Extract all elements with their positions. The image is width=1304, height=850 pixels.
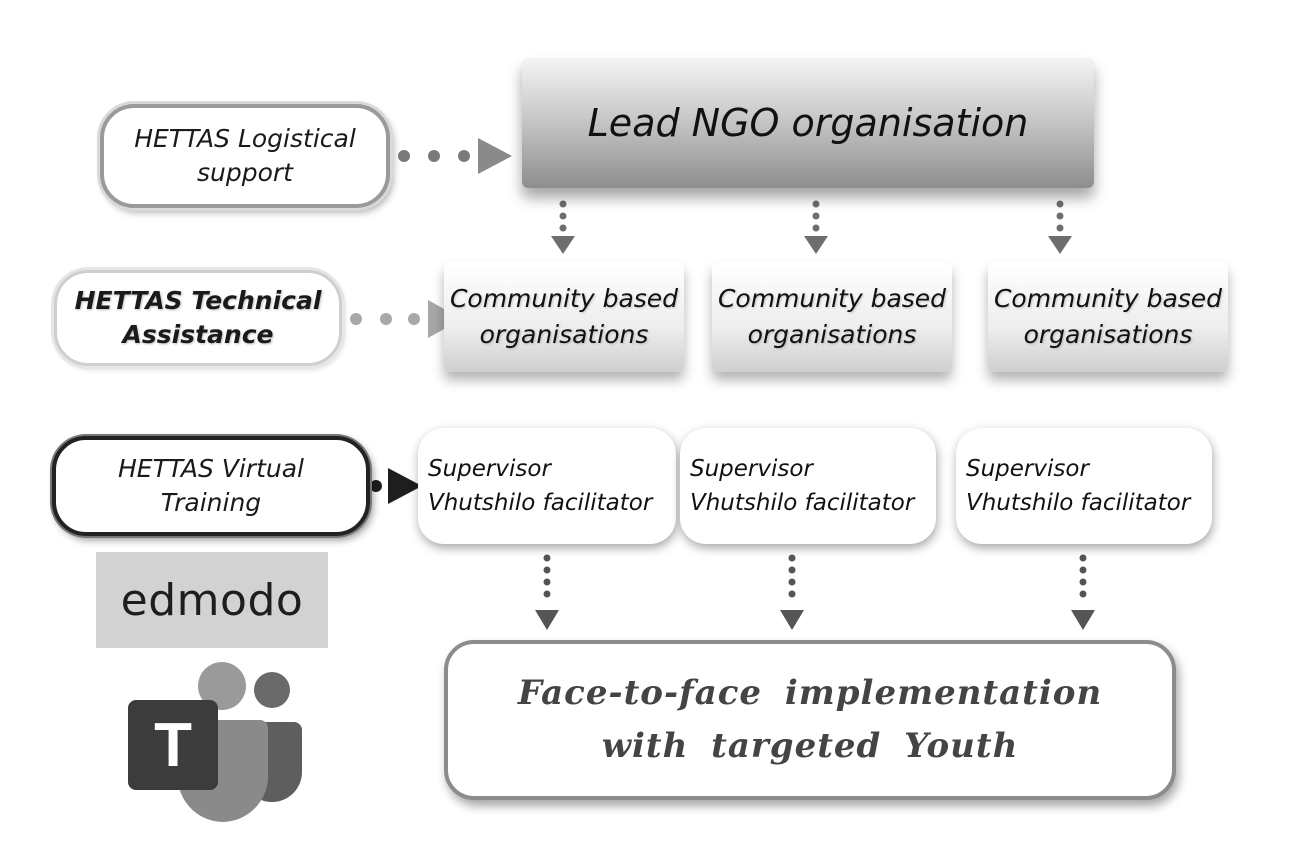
box-line: organisations: [1023, 320, 1193, 349]
connector-supervisor-2-to-f2f: [780, 554, 804, 630]
lead-ngo-box: Lead NGO organisation: [522, 58, 1094, 188]
box-line: Supervisor: [966, 455, 1089, 482]
box-line: Training: [160, 488, 262, 517]
supervisor-box: Supervisor Vhutshilo facilitator: [418, 428, 676, 544]
connector-lead-to-cbo-1: [551, 200, 575, 254]
supervisor-box: Supervisor Vhutshilo facilitator: [680, 428, 936, 544]
box-line: HETTAS Logistical: [134, 124, 356, 154]
cbo-box: Community based organisations: [988, 262, 1228, 372]
box-line: Assistance: [122, 320, 274, 349]
cbo-box: Community based organisations: [712, 262, 952, 372]
hettas-technical-assistance-box: HETTAS Technical Assistance: [54, 270, 342, 366]
face-to-face-box: Face-to-face implementation with targete…: [444, 640, 1176, 800]
connector-technical-to-cbo: [322, 300, 462, 338]
box-line: Community based: [717, 283, 947, 313]
box-line: Vhutshilo facilitator: [966, 490, 1191, 516]
box-line: organisations: [747, 320, 917, 349]
box-line: Community based: [993, 283, 1223, 313]
box-line: Face-to-face implementation: [517, 673, 1103, 714]
microsoft-teams-icon: T: [128, 662, 302, 822]
cbo-box: Community based organisations: [444, 262, 684, 372]
box-line: Vhutshilo facilitator: [428, 490, 653, 516]
box-line: HETTAS Technical: [74, 286, 322, 316]
connector-logistical-to-lead: [370, 138, 512, 174]
box-line: with targeted Youth: [601, 726, 1019, 766]
box-line: Supervisor: [690, 455, 813, 482]
box-line: HETTAS Virtual: [118, 454, 304, 484]
teams-letter: T: [154, 711, 192, 780]
box-line: Supervisor: [428, 455, 551, 482]
connector-lead-to-cbo-3: [1048, 200, 1072, 254]
edmodo-wordmark: edmodo: [120, 574, 304, 626]
lead-ngo-label: Lead NGO organisation: [587, 101, 1029, 145]
box-line: organisations: [479, 320, 649, 349]
box-line: Community based: [449, 283, 679, 313]
box-line: Vhutshilo facilitator: [690, 490, 915, 516]
edmodo-logo-icon: edmodo: [96, 552, 328, 648]
connector-supervisor-1-to-f2f: [535, 554, 559, 630]
supervisor-box: Supervisor Vhutshilo facilitator: [956, 428, 1212, 544]
connector-lead-to-cbo-2: [804, 200, 828, 254]
connector-supervisor-3-to-f2f: [1071, 554, 1095, 630]
hettas-logistical-support-box: HETTAS Logistical support: [100, 104, 390, 208]
box-line: support: [197, 158, 293, 187]
hettas-virtual-training-box: HETTAS Virtual Training: [52, 436, 370, 536]
